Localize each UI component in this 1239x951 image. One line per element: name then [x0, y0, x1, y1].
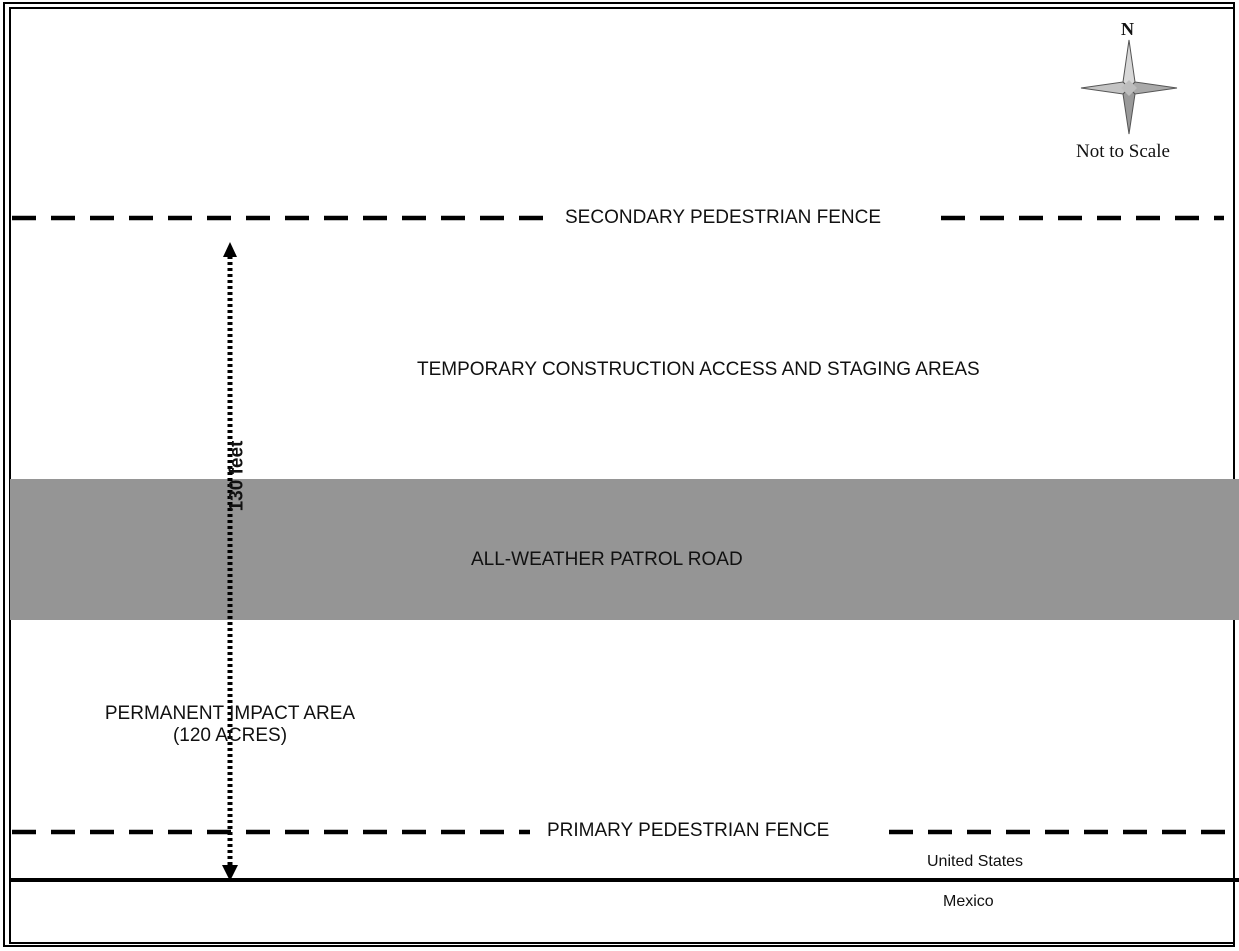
dimension-label: 130 feet: [226, 440, 248, 512]
patrol-road-label: ALL-WEATHER PATROL ROAD: [471, 549, 743, 570]
united-states-label: United States: [927, 853, 1024, 870]
not-to-scale-note: Not to Scale: [1076, 141, 1170, 162]
permanent-impact-label: PERMANENT IMPACT AREA (120 ACRES): [60, 703, 400, 747]
secondary-fence-label: SECONDARY PEDESTRIAN FENCE: [565, 207, 882, 228]
dimension-arrowhead-down: [222, 865, 238, 881]
north-arrow-icon: [1080, 39, 1178, 135]
inner-frame-border: [9, 7, 1235, 944]
north-label: N: [1121, 19, 1134, 39]
mexico-label: Mexico: [943, 893, 994, 910]
primary-fence-label: PRIMARY PEDESTRIAN FENCE: [547, 820, 830, 841]
staging-area-label: TEMPORARY CONSTRUCTION ACCESS AND STAGIN…: [417, 359, 980, 380]
dimension-arrowhead-up: [223, 242, 237, 257]
permanent-impact-label-line2: (120 ACRES): [172, 725, 288, 746]
patrol-road-band: [10, 479, 1239, 620]
permanent-impact-label-line1: PERMANENT IMPACT AREA: [104, 703, 356, 724]
